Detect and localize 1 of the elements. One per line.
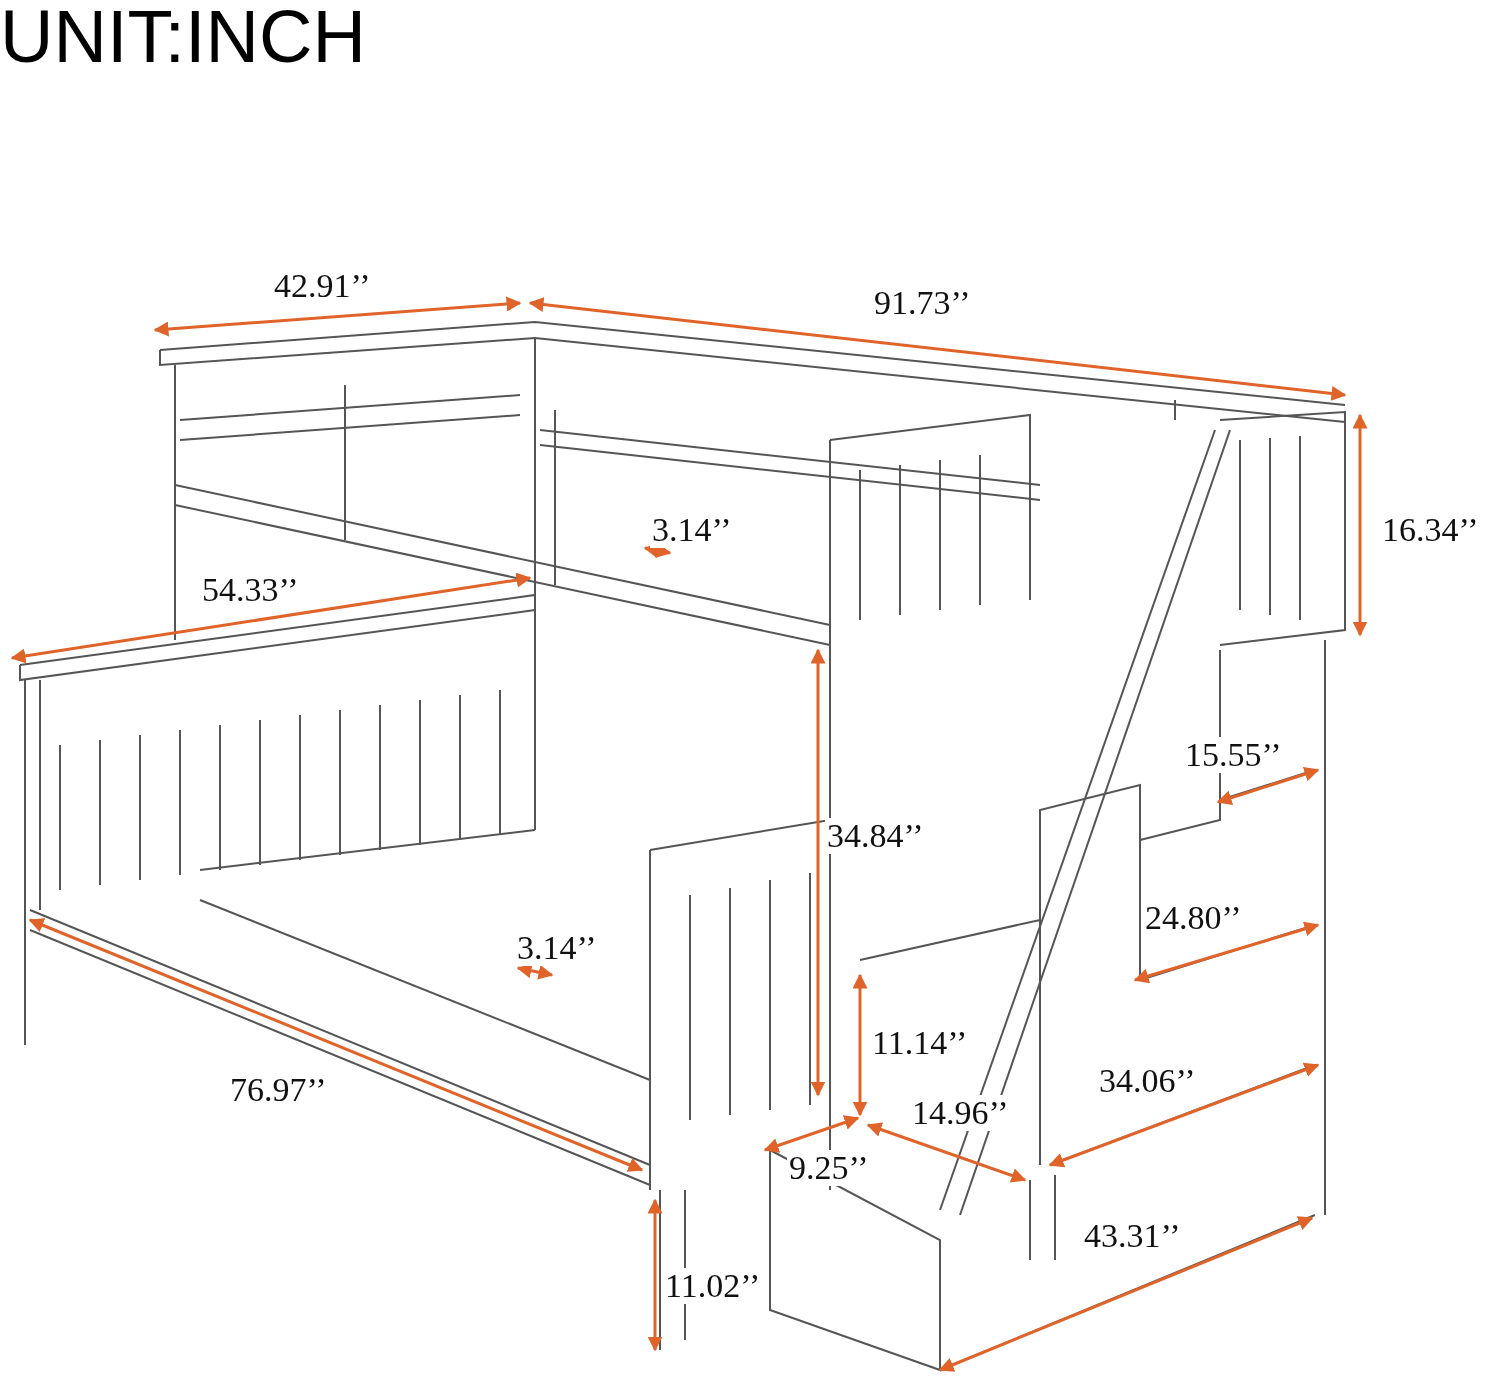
unit-heading: UNIT:INCH [0, 0, 366, 74]
